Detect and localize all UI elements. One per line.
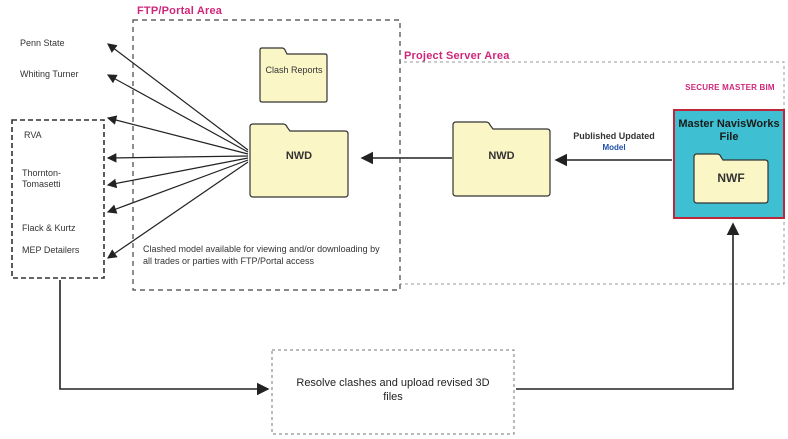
nwd-ftp-folder-icon	[249, 123, 349, 198]
arrow-resolve-to-master	[516, 222, 740, 390]
stakeholder-flack-kurtz: Flack & Kurtz	[22, 223, 76, 233]
nwf-label: NWF	[717, 171, 745, 185]
published-updated-label: Published Updated	[573, 131, 655, 141]
secure-master-bim-title: SECURE MASTER BIM	[685, 83, 775, 92]
nwd-project-label: NWD	[488, 150, 515, 162]
resolve-box	[271, 349, 515, 435]
stakeholder-group-box	[11, 119, 105, 279]
project-server-area-title: Project Server Area	[404, 50, 510, 62]
model-label: Model	[602, 143, 626, 152]
nwd-project-folder-icon	[452, 121, 551, 197]
nwf-folder-icon	[693, 153, 769, 204]
stakeholder-rva: RVA	[24, 130, 42, 140]
stakeholder-whiting-turner: Whiting Turner	[20, 69, 79, 79]
resolve-text: Resolve clashes and upload revised 3D fi…	[296, 377, 490, 403]
ftp-portal-area-title: FTP/Portal Area	[137, 5, 223, 17]
clashed-model-note: Clashed model available for viewing and/…	[143, 244, 380, 266]
distribution-arrows	[106, 43, 249, 259]
stakeholder-thornton-tomasetti: Thornton-Tomasetti	[22, 168, 62, 189]
clash-reports-label: Clash Reports	[265, 65, 323, 75]
clash-reports-folder-icon	[259, 47, 328, 103]
nwd-ftp-label: NWD	[285, 150, 313, 162]
stakeholder-mep-detailers: MEP Detailers	[22, 245, 80, 255]
arrow-stakeholders-to-resolve	[59, 280, 270, 396]
stakeholder-penn-state: Penn State	[20, 38, 65, 48]
master-navisworks-title: Master NavisWorks File	[678, 118, 780, 143]
